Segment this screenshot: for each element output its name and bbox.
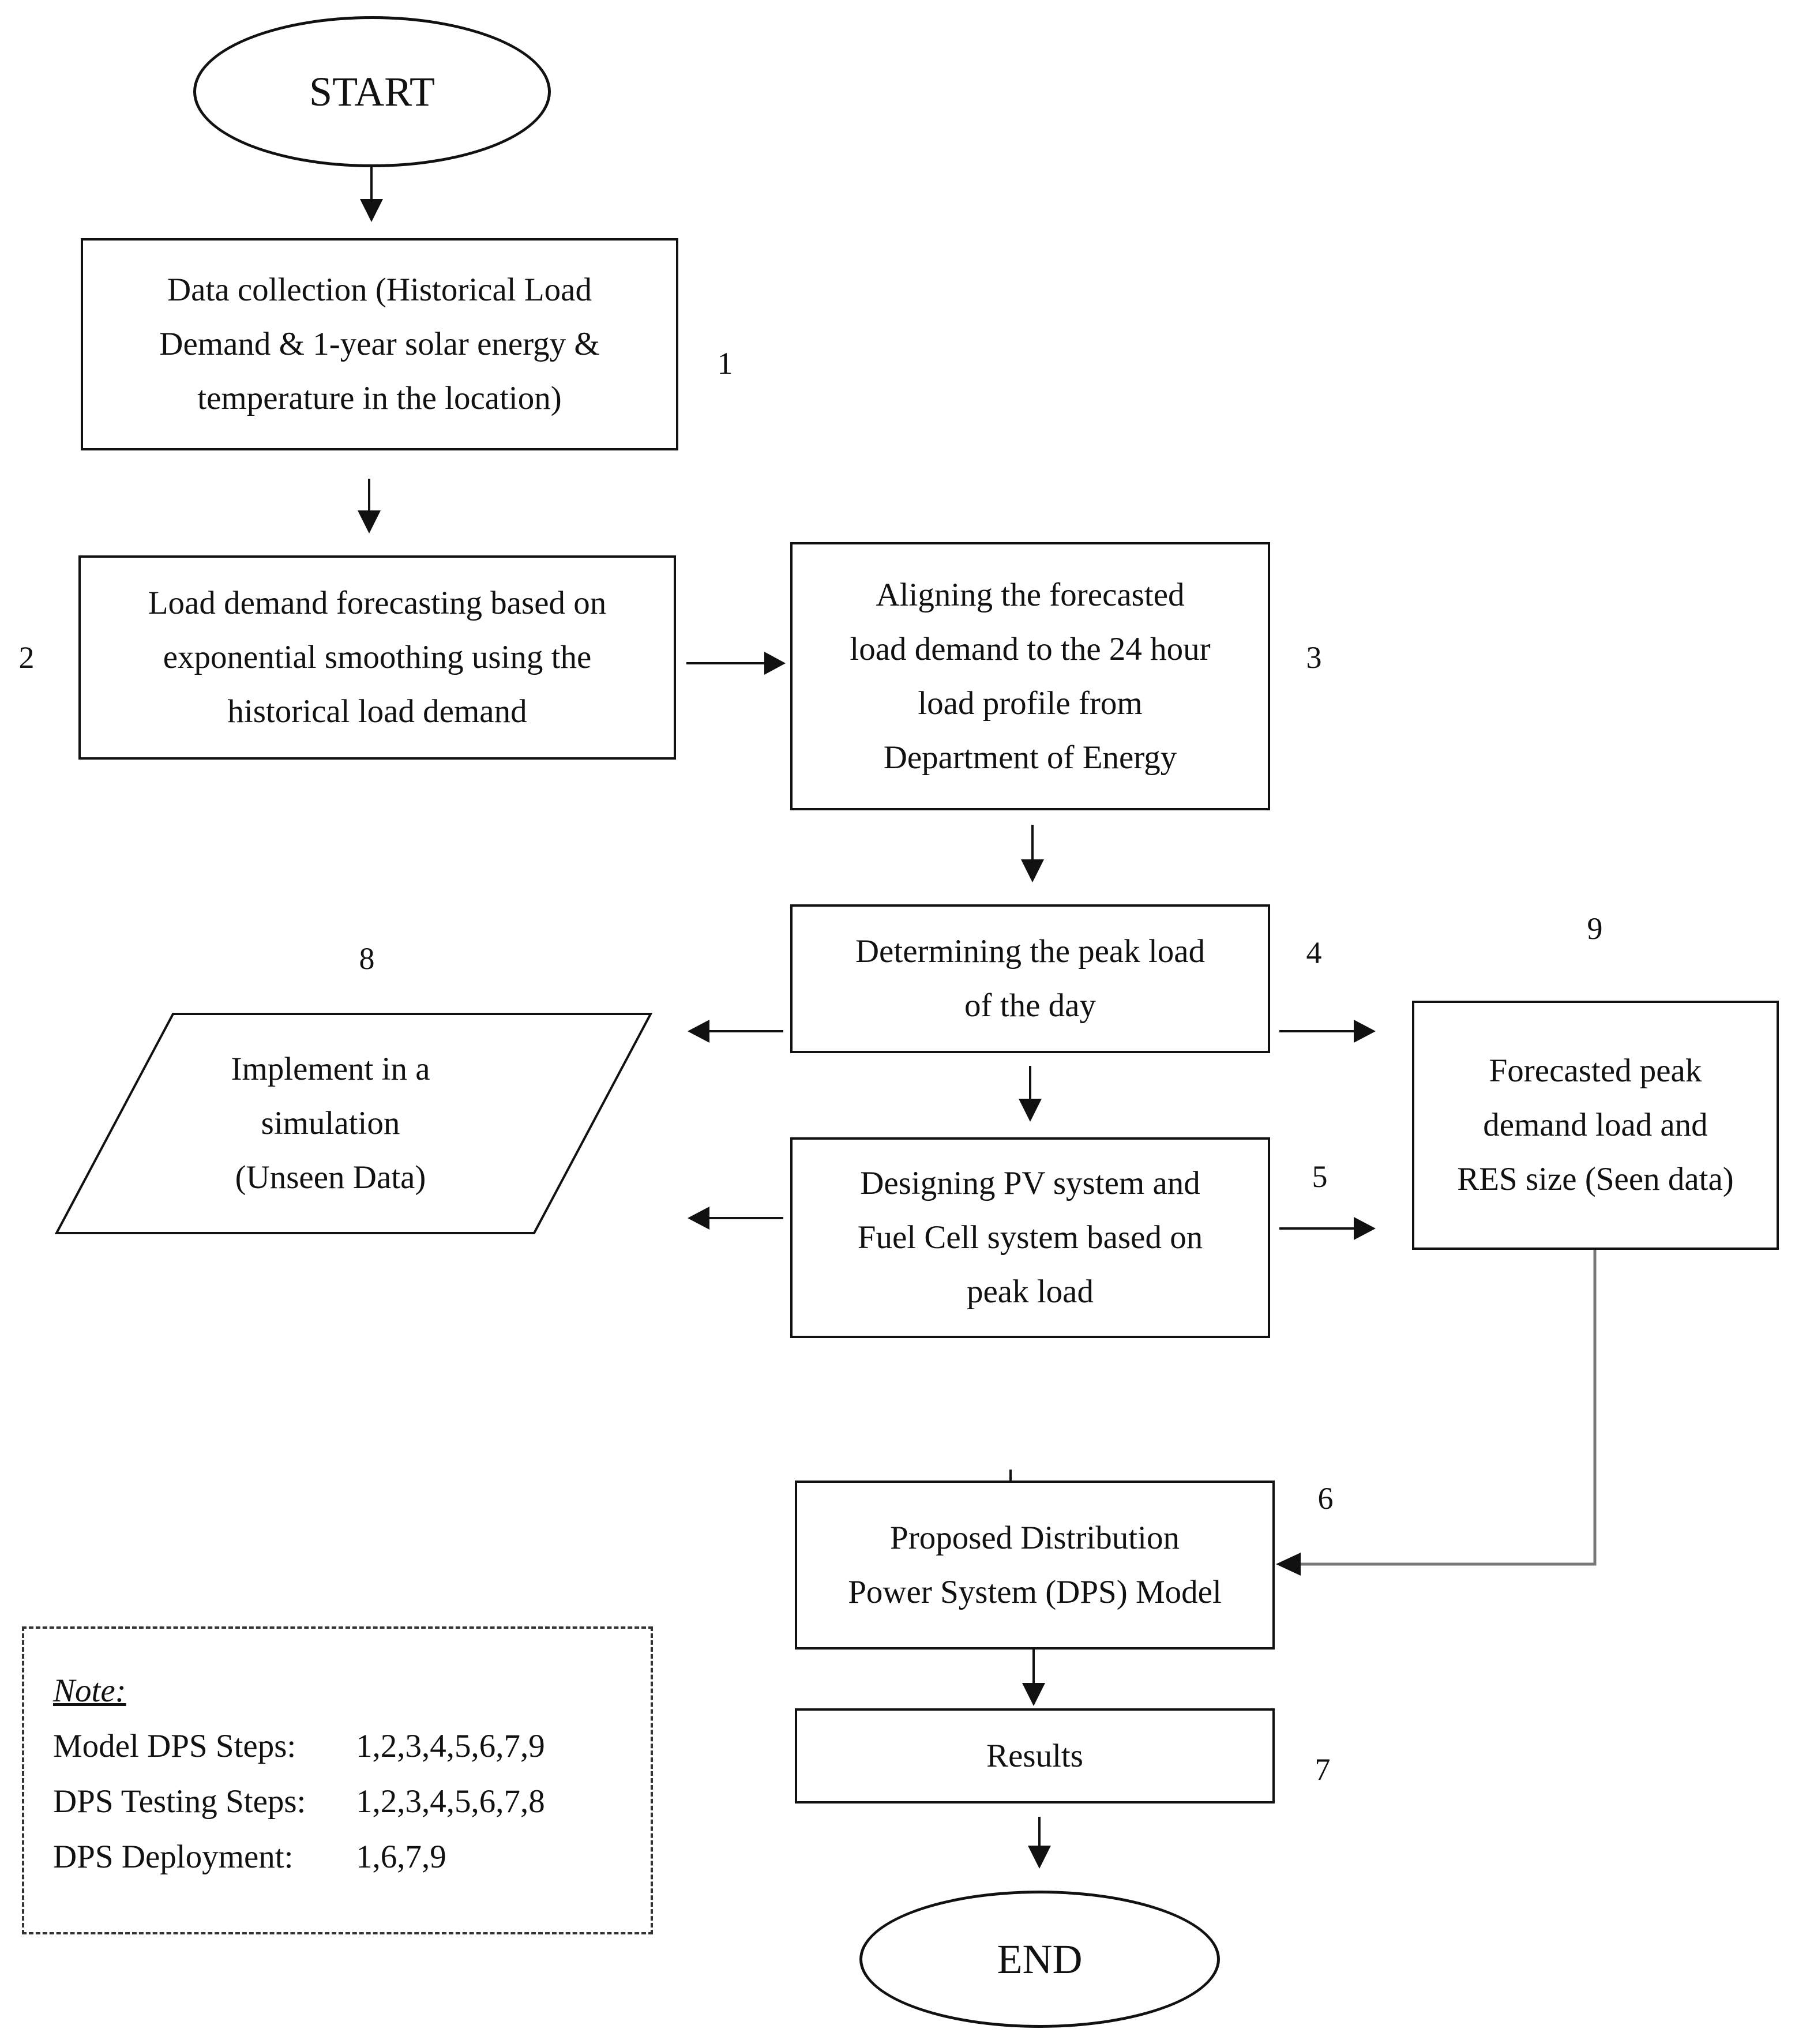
note-row-label: DPS Deployment: (53, 1839, 294, 1875)
designing-box: Designing PV system and Fuel Cell system… (790, 1137, 1270, 1338)
note-row-label: DPS Testing Steps: (53, 1783, 306, 1820)
arrowhead (764, 652, 786, 675)
arrowhead (688, 1207, 709, 1230)
start-terminal: START (193, 16, 551, 167)
arrowhead (688, 1020, 709, 1043)
parallelogram-shape (55, 1013, 652, 1234)
note-row-value: 1,2,3,4,5,6,7,8 (356, 1783, 545, 1820)
aligning-box: Aligning the forecasted load demand to t… (790, 542, 1270, 810)
start-label: START (309, 69, 435, 115)
forecasting-box: Load demand forecasting based on exponen… (78, 555, 676, 760)
arrowhead (1354, 1020, 1376, 1043)
step-number-7: 7 (1315, 1752, 1331, 1787)
data-collection-text: Data collection (Historical Load Demand … (159, 272, 600, 416)
forecasted-peak-box: Forecasted peak demand load and RES size… (1412, 1001, 1779, 1250)
step-number-9: 9 (1587, 911, 1603, 946)
designing-text: Designing PV system and Fuel Cell system… (857, 1165, 1203, 1310)
dps-model-box: Proposed Distribution Power System (DPS)… (795, 1481, 1275, 1650)
dps-model-text: Proposed Distribution Power System (DPS)… (848, 1519, 1222, 1610)
note-box: Note: Model DPS Steps: 1,2,3,4,5,6,7,9 D… (22, 1626, 653, 1934)
note-row: DPS Deployment: 1,6,7,9 (53, 1829, 651, 1885)
forecasted-peak-text: Forecasted peak demand load and RES size… (1457, 1053, 1734, 1197)
arrowhead (358, 510, 381, 533)
results-text: Results (986, 1737, 1083, 1774)
step-number-4: 4 (1306, 935, 1322, 970)
note-row-value: 1,6,7,9 (356, 1839, 446, 1875)
end-label: END (997, 1936, 1083, 1982)
forecasting-text: Load demand forecasting based on exponen… (148, 585, 607, 730)
data-collection-box: Data collection (Historical Load Demand … (81, 238, 678, 450)
simulation-text: Implement in a simulation (Unseen Data) (231, 1051, 430, 1196)
arrowhead (1028, 1846, 1051, 1869)
peak-load-box: Determining the peak load of the day (790, 904, 1270, 1053)
step-number-5: 5 (1312, 1159, 1328, 1194)
note-row: DPS Testing Steps: 1,2,3,4,5,6,7,8 (53, 1774, 651, 1829)
results-box: Results (795, 1708, 1275, 1803)
arrowhead (1021, 859, 1044, 882)
arrowhead (360, 199, 383, 222)
arrowhead (1276, 1553, 1301, 1576)
end-terminal: END (859, 1891, 1220, 2028)
note-row-label: Model DPS Steps: (53, 1728, 296, 1764)
simulation-parallelogram: Implement in a simulation (Unseen Data) (55, 1012, 652, 1235)
aligning-text: Aligning the forecasted load demand to t… (850, 576, 1211, 776)
step-number-3: 3 (1306, 640, 1322, 675)
step-number-2: 2 (18, 640, 35, 675)
arrow-forecasted-to-dps (1298, 1249, 1597, 1566)
step-number-6: 6 (1317, 1481, 1334, 1516)
arrowhead (1022, 1683, 1045, 1706)
step-number-1: 1 (717, 346, 733, 381)
note-row: Model DPS Steps: 1,2,3,4,5,6,7,9 (53, 1719, 651, 1774)
note-title: Note: (53, 1673, 126, 1709)
note-row-value: 1,2,3,4,5,6,7,9 (356, 1728, 545, 1764)
step-number-8: 8 (359, 941, 375, 976)
arrowhead (1019, 1099, 1042, 1122)
peak-load-text: Determining the peak load of the day (855, 933, 1206, 1024)
arrowhead (1354, 1217, 1376, 1240)
